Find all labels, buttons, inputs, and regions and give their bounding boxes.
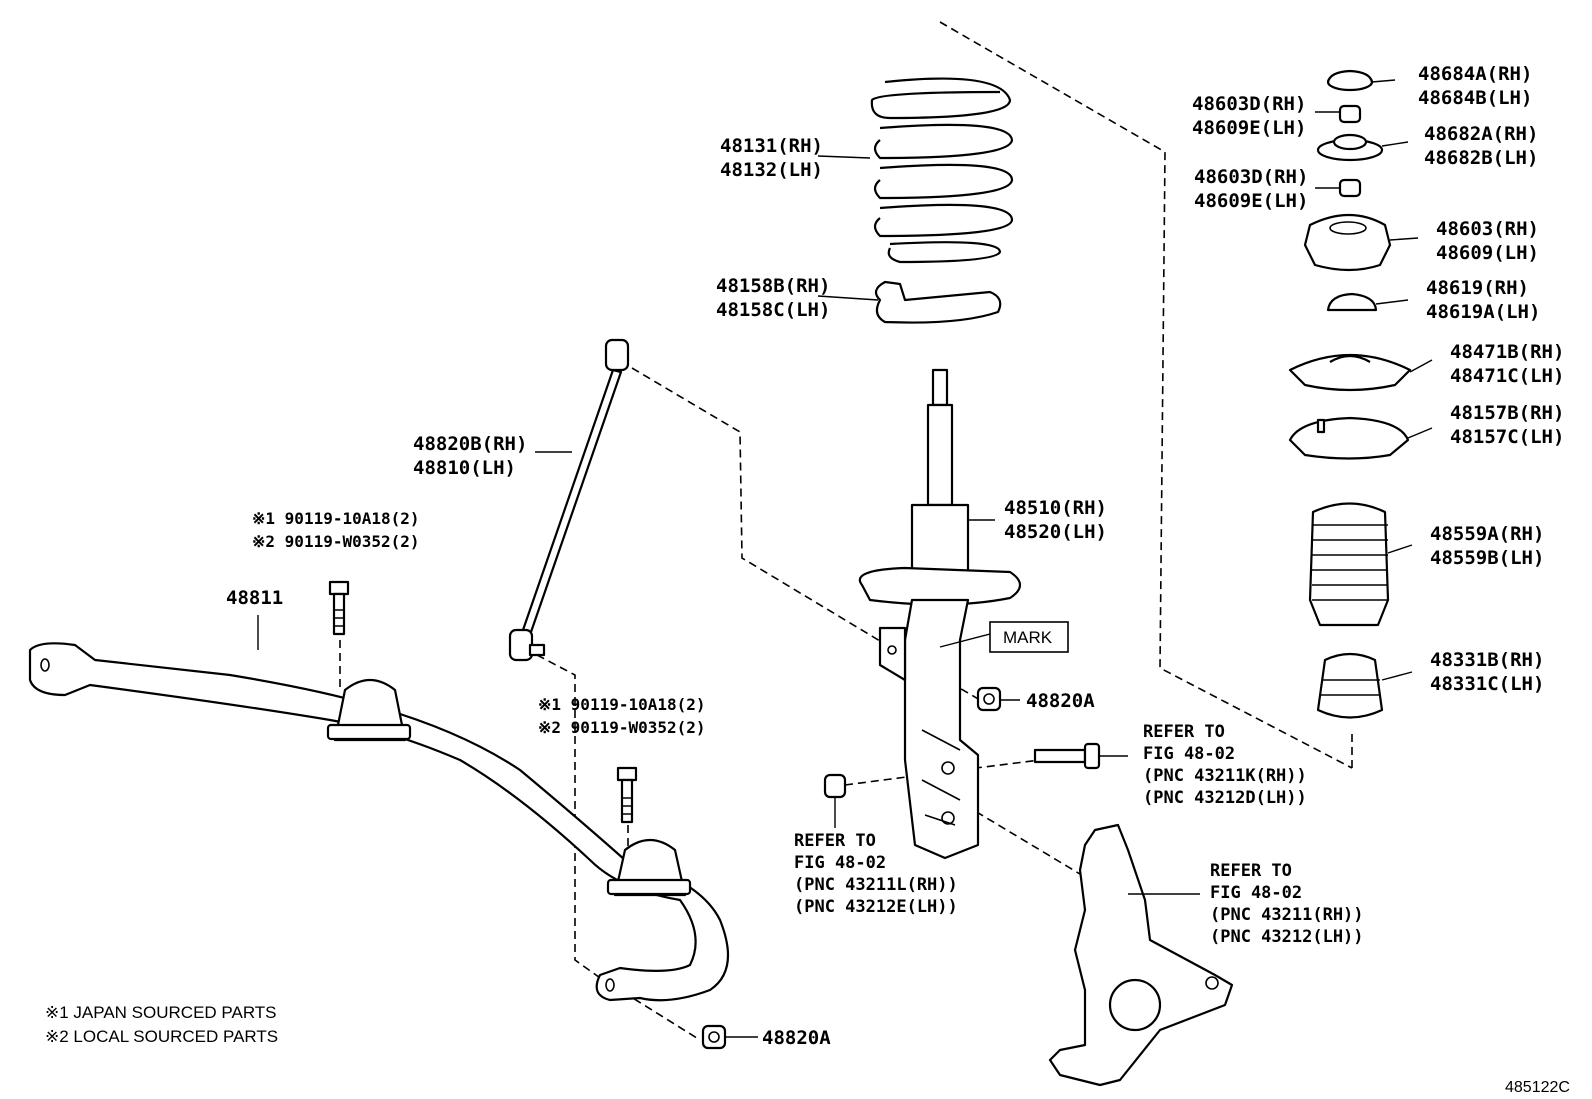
boot-lh: 48559B(LH) bbox=[1430, 547, 1544, 569]
knuckle-nut bbox=[823, 773, 847, 799]
steering-knuckle bbox=[1048, 823, 1234, 1087]
nut-top-callout: 48603D(RH) 48609E(LH) bbox=[1192, 93, 1306, 139]
shock-absorber bbox=[858, 368, 1022, 860]
boot-callout: 48559A(RH) 48559B(LH) bbox=[1430, 523, 1544, 569]
nut-mid bbox=[976, 686, 1002, 712]
coil-spring-rh: 48131(RH) bbox=[720, 135, 823, 157]
spacer-lh: 48619A(LH) bbox=[1426, 301, 1540, 323]
support-callout: 48603(RH) 48609(LH) bbox=[1436, 218, 1539, 264]
knuckle-bolt-line2: FIG 48-02 bbox=[1143, 744, 1235, 764]
boot bbox=[1308, 502, 1390, 627]
knuckle-bolt bbox=[1033, 742, 1101, 770]
mark-callout: MARK bbox=[989, 621, 1069, 653]
knuckle-bolt-line3: (PNC 43211K(RH)) bbox=[1143, 766, 1307, 786]
nut-top2-rh: 48603D(RH) bbox=[1194, 166, 1308, 188]
diagram-id: 485122C bbox=[1505, 1079, 1570, 1096]
shock-absorber-lh: 48520(LH) bbox=[1004, 521, 1107, 543]
retainer-lh: 48682B(LH) bbox=[1424, 147, 1538, 169]
retainer bbox=[1316, 133, 1384, 162]
nut-bottom-label: 48820A bbox=[762, 1027, 831, 1049]
upper-seat bbox=[1288, 416, 1410, 460]
shock-absorber-rh: 48510(RH) bbox=[1004, 497, 1107, 519]
support-lh: 48609(LH) bbox=[1436, 242, 1539, 264]
upper-insulator-lh: 48471C(LH) bbox=[1450, 365, 1564, 387]
knuckle-nut-line3: (PNC 43211L(RH)) bbox=[794, 875, 958, 895]
legend: ※1 JAPAN SOURCED PARTS ※2 LOCAL SOURCED … bbox=[45, 1003, 278, 1046]
nut-top bbox=[1338, 104, 1362, 124]
leader-lines bbox=[257, 79, 1433, 1038]
nut-top2 bbox=[1338, 178, 1362, 198]
nut-top2-lh: 48609E(LH) bbox=[1194, 190, 1308, 212]
cap-lh: 48684B(LH) bbox=[1418, 87, 1532, 109]
bolt-upper-note2: ※2 90119-W0352(2) bbox=[252, 532, 420, 551]
spacer-rh: 48619(RH) bbox=[1426, 277, 1529, 299]
lower-insulator-rh: 48158B(RH) bbox=[716, 275, 830, 297]
lower-insulator-callout: 48158B(RH) 48158C(LH) bbox=[716, 275, 830, 321]
boot-rh: 48559A(RH) bbox=[1430, 523, 1544, 545]
nut-bottom bbox=[701, 1024, 727, 1050]
coil-spring bbox=[870, 77, 1014, 264]
nut-top2-callout: 48603D(RH) 48609E(LH) bbox=[1194, 166, 1308, 212]
bolt-upper bbox=[328, 580, 350, 636]
upper-seat-lh: 48157C(LH) bbox=[1450, 426, 1564, 448]
stabilizer-bushing-right bbox=[606, 838, 692, 897]
knuckle-bolt-line1: REFER TO bbox=[1143, 722, 1225, 742]
stabilizer-link-rh: 48820B(RH) bbox=[413, 433, 527, 455]
stabilizer-bushing-left bbox=[326, 678, 412, 742]
nut-mid-label: 48820A bbox=[1026, 690, 1095, 712]
steering-knuckle-callout: REFER TO FIG 48-02 (PNC 43211(RH)) (PNC … bbox=[1210, 861, 1364, 947]
bolt-upper-callout: ※1 90119-10A18(2) ※2 90119-W0352(2) bbox=[252, 509, 420, 551]
legend-japan: ※1 JAPAN SOURCED PARTS bbox=[45, 1003, 277, 1022]
lower-spring-insulator bbox=[874, 280, 1002, 324]
bolt-lower-callout: ※1 90119-10A18(2) ※2 90119-W0352(2) bbox=[538, 695, 706, 737]
bumper-rh: 48331B(RH) bbox=[1430, 649, 1544, 671]
lower-insulator-lh: 48158C(LH) bbox=[716, 299, 830, 321]
coil-spring-callout: 48131(RH) 48132(LH) bbox=[720, 135, 823, 181]
legend-local: ※2 LOCAL SOURCED PARTS bbox=[45, 1027, 278, 1046]
upper-seat-callout: 48157B(RH) 48157C(LH) bbox=[1450, 402, 1564, 448]
nut-top-lh: 48609E(LH) bbox=[1192, 117, 1306, 139]
knuckle-nut-line2: FIG 48-02 bbox=[794, 853, 886, 873]
knuckle-nut-callout: REFER TO FIG 48-02 (PNC 43211L(RH)) (PNC… bbox=[794, 831, 958, 917]
knuckle-line2: FIG 48-02 bbox=[1210, 883, 1302, 903]
cap bbox=[1326, 69, 1374, 92]
stabilizer-link-lh: 48810(LH) bbox=[413, 457, 516, 479]
retainer-callout: 48682A(RH) 48682B(LH) bbox=[1424, 123, 1538, 169]
stabilizer-link bbox=[508, 338, 630, 662]
cap-callout: 48684A(RH) 48684B(LH) bbox=[1418, 63, 1532, 109]
bumper bbox=[1316, 652, 1384, 719]
mark-label: MARK bbox=[1003, 628, 1053, 647]
shock-absorber-callout: 48510(RH) 48520(LH) bbox=[1004, 497, 1107, 543]
spacer-callout: 48619(RH) 48619A(LH) bbox=[1426, 277, 1540, 323]
spacer bbox=[1326, 292, 1378, 312]
nut-top-rh: 48603D(RH) bbox=[1192, 93, 1306, 115]
bolt-lower-note1: ※1 90119-10A18(2) bbox=[538, 695, 706, 714]
upper-insulator-callout: 48471B(RH) 48471C(LH) bbox=[1450, 341, 1564, 387]
coil-spring-lh: 48132(LH) bbox=[720, 159, 823, 181]
bolt-lower-note2: ※2 90119-W0352(2) bbox=[538, 718, 706, 737]
cap-rh: 48684A(RH) bbox=[1418, 63, 1532, 85]
bumper-callout: 48331B(RH) 48331C(LH) bbox=[1430, 649, 1544, 695]
upper-insulator-rh: 48471B(RH) bbox=[1450, 341, 1564, 363]
retainer-rh: 48682A(RH) bbox=[1424, 123, 1538, 145]
knuckle-bolt-callout: REFER TO FIG 48-02 (PNC 43211K(RH)) (PNC… bbox=[1143, 722, 1307, 808]
knuckle-nut-line4: (PNC 43212E(LH)) bbox=[794, 897, 958, 917]
upper-seat-rh: 48157B(RH) bbox=[1450, 402, 1564, 424]
bolt-lower bbox=[616, 766, 638, 824]
upper-insulator bbox=[1288, 353, 1412, 392]
knuckle-nut-line1: REFER TO bbox=[794, 831, 876, 851]
bumper-lh: 48331C(LH) bbox=[1430, 673, 1544, 695]
support bbox=[1303, 213, 1392, 272]
support-rh: 48603(RH) bbox=[1436, 218, 1539, 240]
knuckle-line1: REFER TO bbox=[1210, 861, 1292, 881]
bolt-upper-note1: ※1 90119-10A18(2) bbox=[252, 509, 420, 528]
stabilizer-link-callout: 48820B(RH) 48810(LH) bbox=[413, 433, 527, 479]
knuckle-line4: (PNC 43212(LH)) bbox=[1210, 927, 1364, 947]
stabilizer-bar-label: 48811 bbox=[226, 587, 283, 609]
knuckle-bolt-line4: (PNC 43212D(LH)) bbox=[1143, 788, 1307, 808]
knuckle-line3: (PNC 43211(RH)) bbox=[1210, 905, 1364, 925]
